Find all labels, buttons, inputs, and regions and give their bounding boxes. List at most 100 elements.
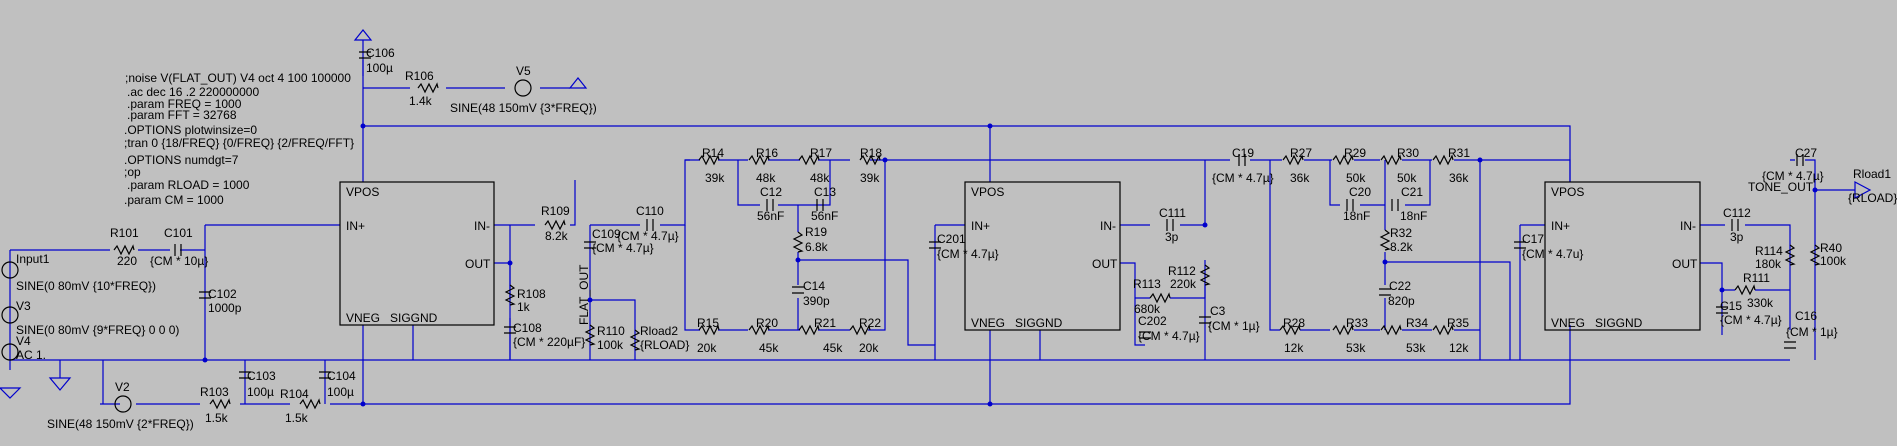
component-c108[interactable]: C108{CM * 220µF} [504, 321, 585, 349]
component-c27[interactable]: C27{CM * 4.7µ} [1762, 146, 1824, 183]
component-c201[interactable]: C201{CM * 4.7µ} [929, 232, 999, 261]
component-v3b[interactable]: SINE(0 80mV {9*FREQ} 0 0 0) [16, 323, 179, 337]
opamp-2[interactable]: VPOS IN+ IN- OUT VNEG SIGGND [964, 181, 1121, 331]
component-c202[interactable]: C202{CM * 4.7µ} [1138, 314, 1200, 343]
component-ref: V4 [16, 334, 31, 348]
component-value: 1k [517, 300, 531, 314]
component-rload1[interactable]: Rload1{RLOAD} [1848, 167, 1897, 205]
output-flag-icon [1854, 181, 1872, 199]
capacitor-icon [1391, 199, 1399, 211]
component-ref: C15 [1720, 299, 1742, 313]
net-label-input1: Input1 [16, 252, 50, 266]
component-c19[interactable]: C19{CM * 4.7µ} [1212, 146, 1274, 185]
component-c109[interactable]: C109{CM * 4.7µ} [584, 227, 654, 255]
component-value: AC 1. [16, 348, 46, 362]
component-ref: C110 [636, 204, 664, 218]
resistor-icon [859, 154, 881, 166]
component-value: 3p [1165, 230, 1179, 244]
directive: .OPTIONS numdgt=7 [124, 153, 239, 167]
capacitor-icon [1139, 331, 1151, 339]
component-c17[interactable]: C17{CM * 4.7u} [1514, 232, 1583, 261]
resistor-icon [629, 329, 641, 351]
component-ref: C16 [1795, 309, 1817, 323]
component-ref: C3 [1210, 304, 1226, 318]
component-ref: R20 [756, 316, 778, 330]
component-ref: C109 [592, 227, 621, 241]
component-value: 50k [1397, 171, 1417, 185]
resistor-icon [1734, 284, 1756, 296]
component-c3[interactable]: C3{CM * 1µ} [1199, 304, 1260, 333]
component-value: {CM * 4.7u} [1522, 247, 1583, 261]
capacitor-icon [816, 199, 824, 211]
component-value: {CM * 4.7µ} [617, 229, 679, 243]
component-value: SINE(48 150mV {2*FREQ}) [47, 417, 194, 431]
component-ref: R17 [810, 146, 832, 160]
component-value: 3p [1730, 230, 1744, 244]
opamp-3[interactable]: VPOS IN+ IN- OUT VNEG SIGGND [1544, 181, 1701, 331]
component-ref: R110 [597, 324, 625, 338]
opamp-vpos-label: VPOS [1551, 185, 1584, 199]
power-flag-icon [353, 29, 373, 48]
component-c101[interactable]: C101{CM * 10µ} [150, 226, 208, 268]
component-ref: R109 [541, 204, 570, 218]
component-value: 39k [705, 171, 725, 185]
directive: .param RLOAD = 1000 [127, 178, 250, 192]
opamp-1[interactable]: VPOS IN+ IN- OUT VNEG SIGGND [339, 181, 495, 326]
component-c110[interactable]: C110 {CM * 4.7µ} [617, 204, 679, 243]
component-c16[interactable]: C16{CM * 1µ} [1784, 309, 1838, 349]
component-rload2[interactable]: Rload2{RLOAD} [629, 324, 689, 352]
component-c15[interactable]: C15{CM * 4.7µ} [1716, 299, 1782, 327]
directive: .param FFT = 32768 [127, 108, 237, 122]
component-value: 53k [1406, 341, 1426, 355]
component-r20[interactable]: R20 45k [748, 316, 779, 355]
component-value: 45k [759, 341, 779, 355]
component-value: {RLOAD} [640, 338, 689, 352]
opamp-vneg-label: VNEG [1551, 316, 1585, 330]
